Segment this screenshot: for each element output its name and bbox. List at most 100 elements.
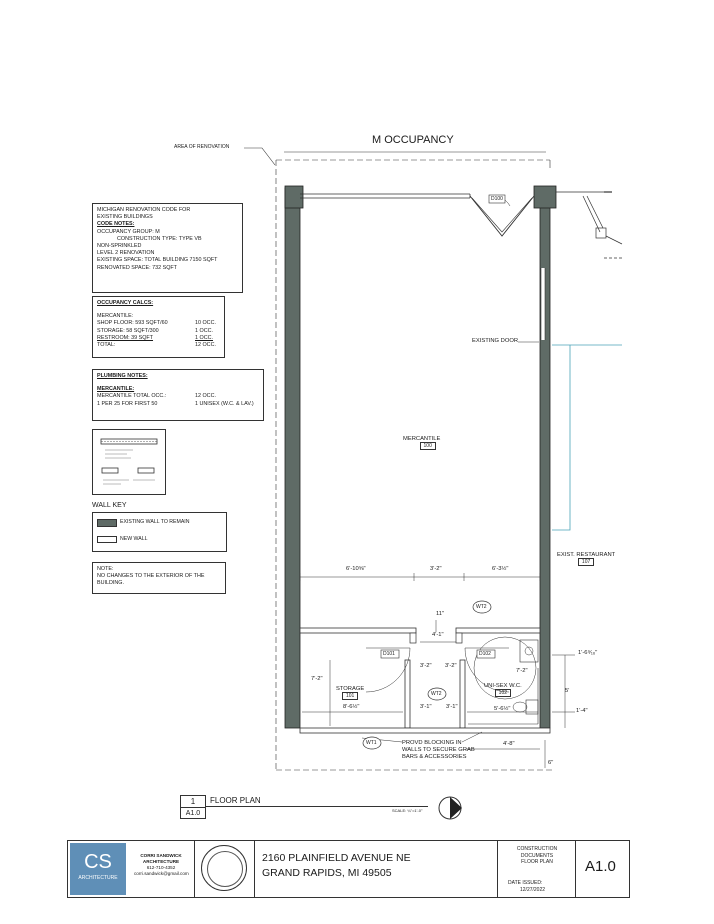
tag-d102-box	[476, 649, 496, 659]
plan-sheet: A1.0	[185, 810, 201, 817]
note-line: BUILDING.	[97, 580, 124, 587]
dimension: 1'-4"	[576, 708, 588, 714]
document-type: CONSTRUCTION DOCUMENTS FLOOR PLAN	[505, 846, 569, 866]
dimension: 11"	[436, 611, 445, 617]
room-name: MERCANTILE	[403, 436, 441, 442]
new-wall-restroom-west	[459, 659, 466, 729]
wall-key-box: EXISTING WALL TO REMAIN NEW WALL	[92, 512, 227, 552]
wall-detail-drawing	[100, 438, 158, 485]
code-notes-line: MICHIGAN RENOVATION CODE FOR	[97, 207, 191, 213]
doc-type-line: CONSTRUCTION	[516, 846, 558, 852]
new-wall-storage-east	[404, 659, 411, 729]
firm-line: corri.sandwick@gmail.com	[134, 871, 189, 876]
plumbing-notes-heading: PLUMBING NOTES:	[97, 373, 148, 379]
tag-wt2-corridor	[427, 687, 447, 701]
existing-wall-west	[284, 187, 301, 729]
room-unisex-wc: UNI-SEX W.C. 102	[484, 683, 522, 697]
logo-text: CS	[84, 851, 112, 873]
construction-type: CONSTRUCTION TYPE: TYPE VB	[117, 235, 202, 242]
firm-line: 612-710-4352	[146, 865, 176, 870]
wall-key-heading: WALL KEY	[92, 502, 127, 509]
tag-wt2-restroom	[472, 600, 492, 614]
dimension: 3'-1"	[446, 704, 458, 710]
door-swing-d101	[365, 647, 411, 693]
blocking-note-line: BARS & ACCESSORIES	[402, 754, 467, 760]
blocking-leader	[461, 731, 483, 743]
plan-title-underline	[206, 806, 428, 807]
new-wall-storage-north	[299, 627, 417, 634]
exterior-angled-wall	[586, 195, 604, 229]
firm-logo: CS ARCHITECTURE	[70, 843, 126, 895]
room-number: 102	[494, 689, 512, 697]
dimension: 1'-6⁹⁄₁₆"	[578, 650, 598, 656]
area-of-renovation-label: AREA OF RENOVATION	[174, 144, 230, 150]
code-notes-box: MICHIGAN RENOVATION CODE FOR EXISTING BU…	[92, 203, 243, 293]
tag-wt2-label: WT2	[476, 604, 487, 610]
wall-return	[455, 632, 463, 644]
dimension: 3'-2"	[430, 566, 442, 572]
room-name: UNI-SEX W.C.	[484, 683, 522, 689]
occupancy-calcs-heading: OCCUPANCY CALCS:	[97, 300, 154, 306]
architect-seal-icon	[201, 845, 247, 891]
tag-wt1-label: WT1	[366, 740, 377, 746]
calc-row: TOTAL:12 OCC.	[97, 342, 216, 349]
room-number: 101	[341, 692, 359, 700]
tag-wt1	[362, 736, 382, 750]
logo-subtext: ARCHITECTURE	[78, 875, 118, 881]
code-detail: RENOVATED SPACE: 732 SQFT	[97, 264, 177, 271]
new-wall-label: NEW WALL	[120, 536, 148, 542]
new-wall-restroom-north	[455, 627, 541, 634]
dimension: 3'-2"	[445, 663, 457, 669]
room-name: EXIST. RESTAURANT	[557, 552, 616, 558]
note-heading: NOTE:	[97, 566, 114, 572]
tb-divider	[194, 840, 195, 898]
dimension: 5'-6½"	[494, 706, 511, 712]
existing-door-label: EXISTING DOOR	[472, 338, 519, 344]
tag-d100: D100	[491, 196, 503, 202]
area-leader-line	[244, 147, 276, 166]
code-detail: NON-SPRINKLED	[97, 243, 142, 250]
dimension: 6"	[548, 760, 554, 766]
project-address-line2: GRAND RAPIDS, MI 49505	[262, 867, 392, 879]
doc-type-line: DOCUMENTS	[520, 852, 554, 859]
date-issued: 12/27/2022	[520, 887, 546, 893]
wall-detail-thumbnail	[92, 429, 166, 495]
tb-divider	[254, 840, 255, 898]
room-storage: STORAGE 101	[336, 686, 364, 700]
dimension: 4'-1"	[432, 632, 444, 638]
dimension: 3'-1"	[420, 704, 432, 710]
code-detail: EXISTING SPACE: TOTAL BUILDING 7150 SQFT	[97, 257, 218, 264]
existing-wall-swatch	[97, 519, 117, 527]
north-label: N	[444, 803, 451, 813]
dimension: 3'-2"	[420, 663, 432, 669]
occupancy-calcs-group: MERCANTILE:	[97, 313, 134, 320]
exterior-wall	[605, 235, 623, 245]
existing-column	[284, 185, 304, 209]
title-block	[67, 840, 630, 898]
blocking-note: PROVD BLOCKING IN WALLS TO SECURE GRAB B…	[402, 740, 475, 761]
north-arrow-pointer	[450, 797, 462, 819]
code-notes-line: EXISTING BUILDINGS	[97, 214, 153, 221]
firm-info: CORRI SANDWICK ARCHITECTURE 612-710-4352…	[134, 853, 189, 877]
dimension: 6'-3½"	[492, 566, 509, 572]
tag-d101-box	[380, 649, 400, 659]
plan-number: 1	[181, 796, 205, 808]
room-mercantile: MERCANTILE 100	[403, 436, 440, 450]
door-swing-d102	[464, 647, 510, 693]
new-wall-south	[299, 727, 551, 734]
note-line: NO CHANGES TO THE EXTERIOR OF THE	[97, 573, 205, 580]
plan-scale: SCALE: ¼"=1'-0"	[392, 808, 423, 813]
dimension: 6'-10⅝"	[346, 566, 366, 572]
wall-return	[409, 632, 417, 644]
date-issued-label: DATE ISSUED:	[508, 880, 543, 886]
restaurant-boundary	[552, 345, 571, 531]
firm-line: ARCHITECTURE	[142, 859, 180, 864]
tb-divider	[497, 840, 498, 898]
plumbing-row: MERCANTILE TOTAL OCC.:12 OCC.	[97, 393, 216, 400]
room-number: 100	[419, 442, 436, 450]
entry-vestibule	[469, 195, 535, 237]
dimension: 7'-2"	[516, 668, 528, 674]
